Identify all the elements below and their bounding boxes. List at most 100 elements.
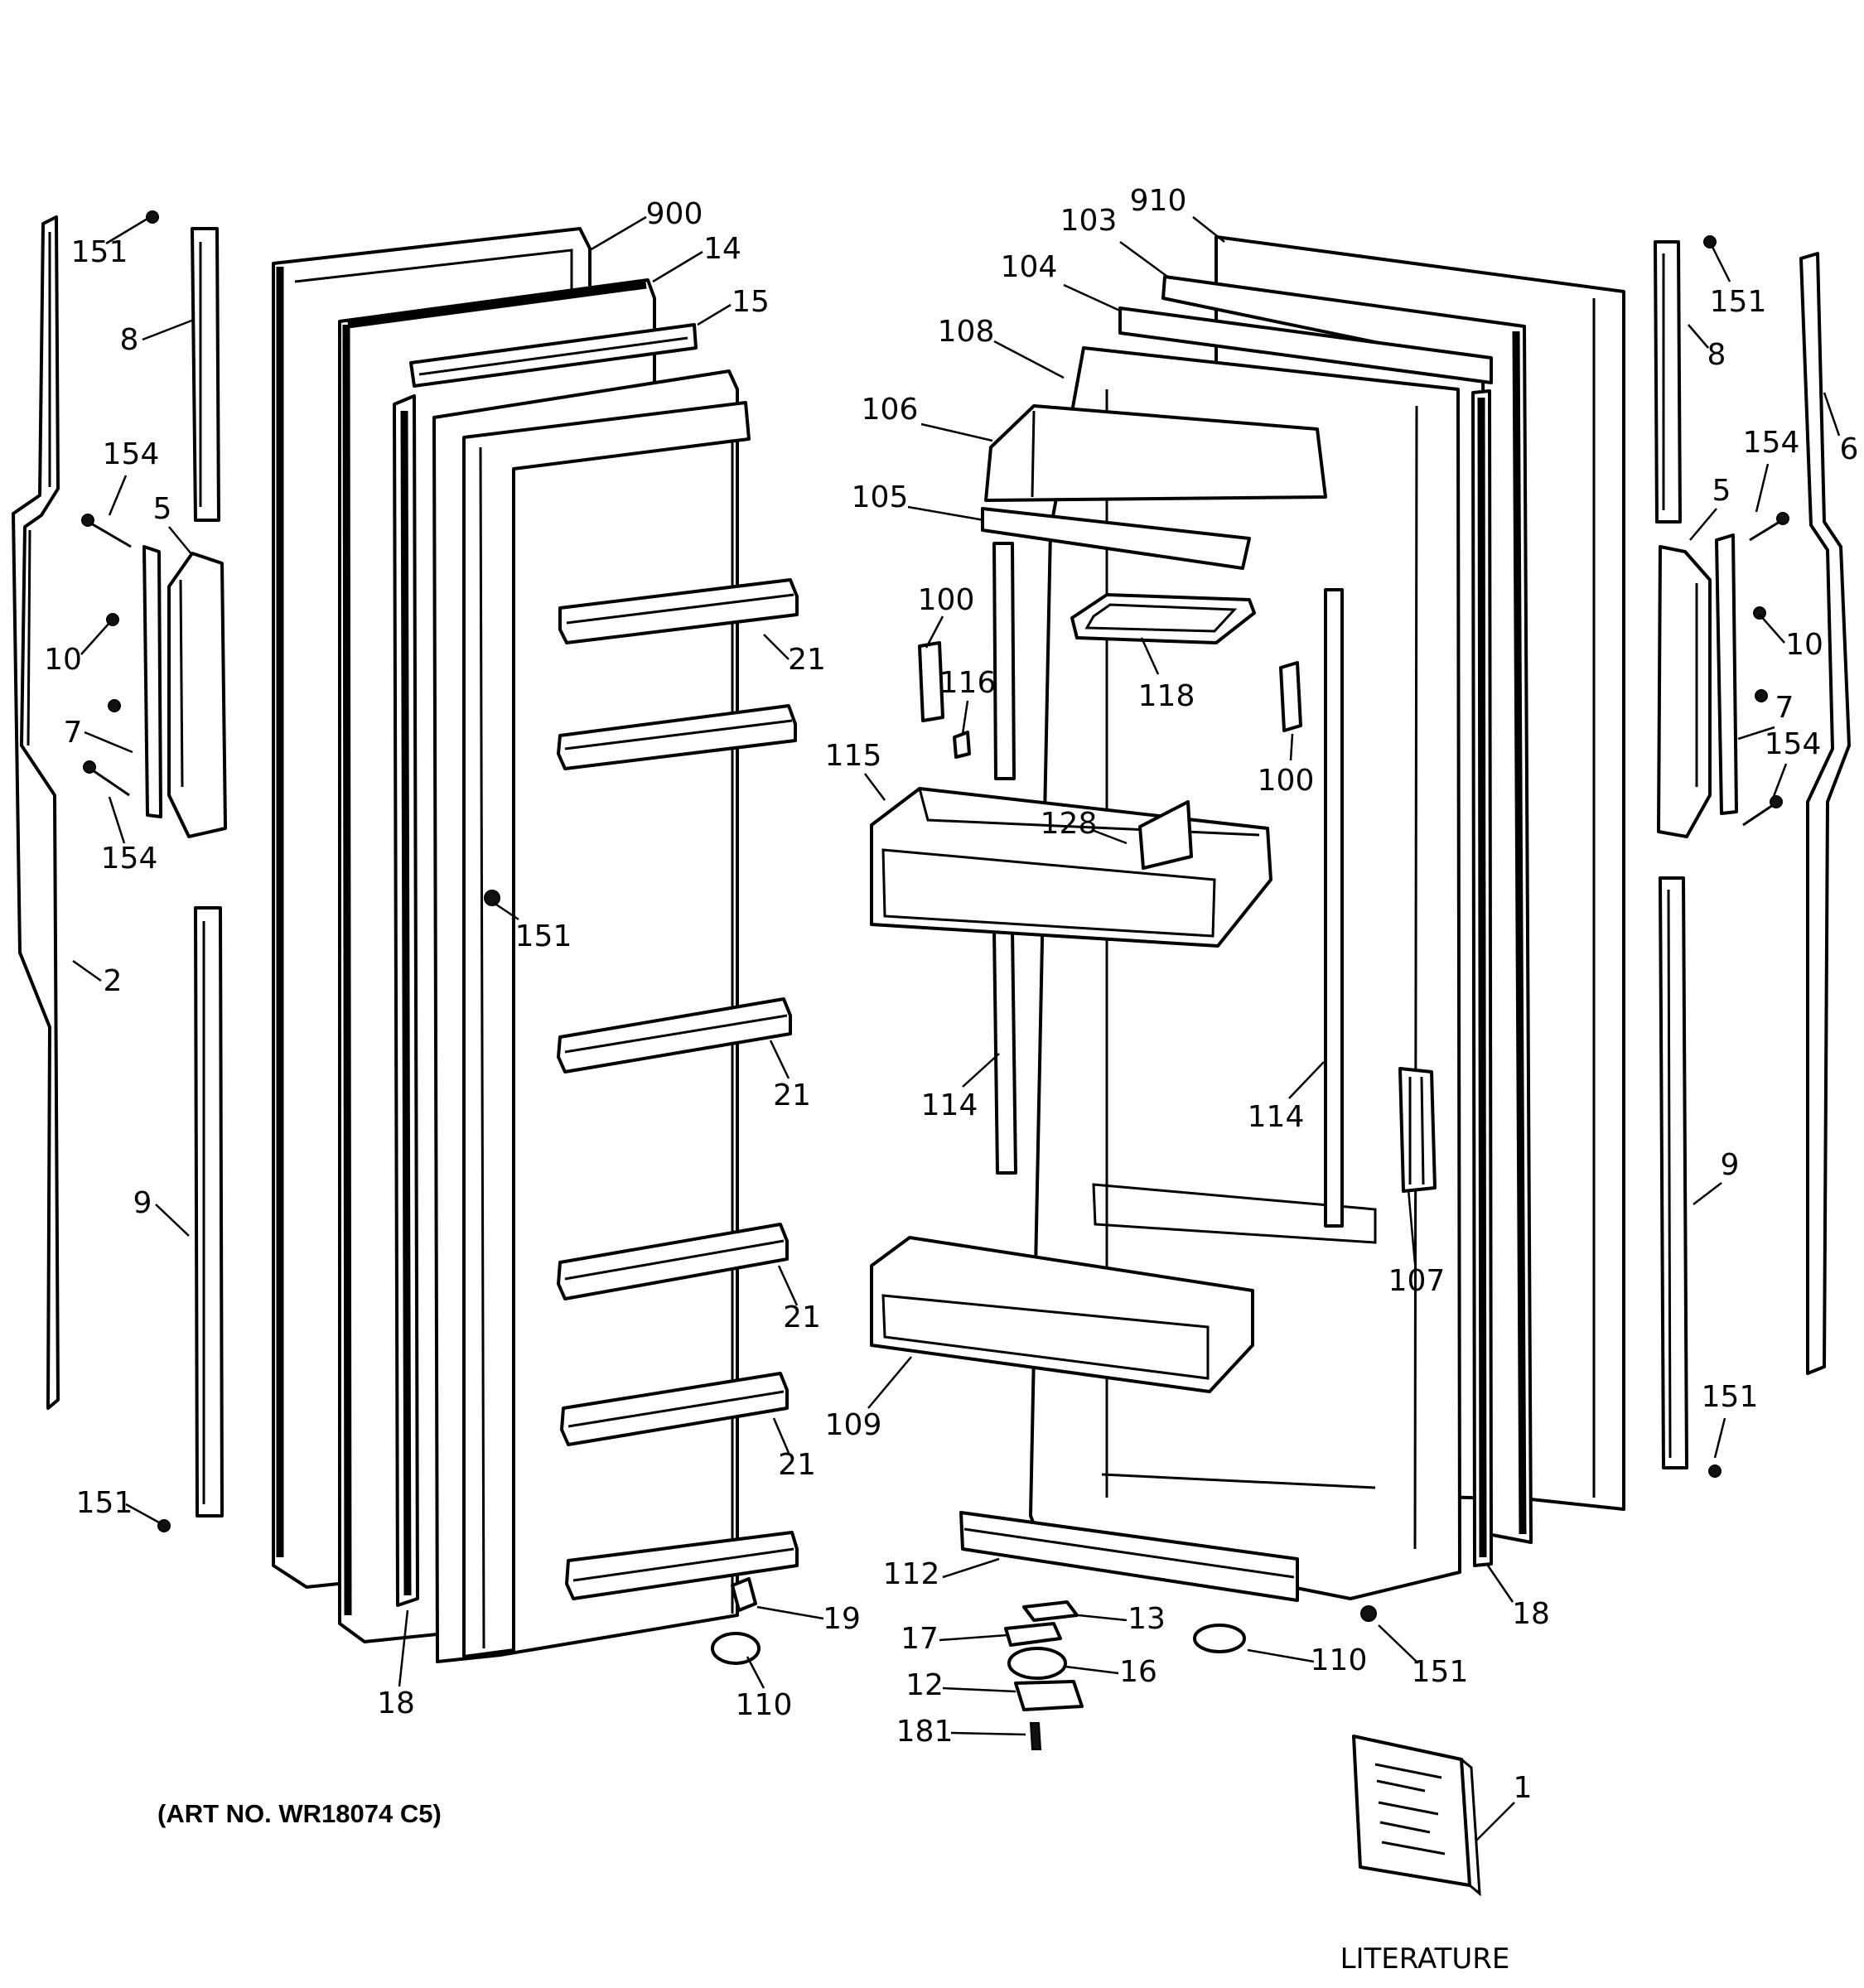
breaker-strip-104: [1118, 306, 1493, 384]
leader-line-l19: [756, 1605, 824, 1620]
bracket-100-right: [1279, 661, 1302, 732]
leader-line-l115: [864, 773, 886, 801]
leader-line-l100b: [1289, 733, 1294, 761]
part-number-label-l910: 910: [1130, 184, 1187, 218]
dairy-door-106: [984, 404, 1327, 502]
part-number-label-l114a: 114: [921, 1088, 978, 1122]
leader-line-l151c: [493, 901, 519, 921]
leader-line-l116: [961, 700, 969, 735]
handle-cap-8-left: [191, 227, 220, 522]
part-number-label-l21d: 21: [778, 1448, 816, 1482]
part-number-label-l151c: 151: [515, 919, 572, 953]
part-number-label-l154a: 154: [103, 437, 160, 471]
part-number-label-l151a: 151: [71, 235, 128, 269]
trim-105: [981, 507, 1251, 570]
part-number-label-l9b: 9: [1721, 1148, 1740, 1182]
leader-line-l107: [1407, 1189, 1417, 1265]
part-number-label-l151d: 151: [1412, 1655, 1469, 1689]
part-number-label-l106: 106: [862, 393, 919, 427]
art-number-caption: (ART NO. WR18074 C5): [157, 1799, 442, 1828]
literature-booklet-icon: [1352, 1735, 1481, 1897]
leader-line-l6: [1823, 392, 1841, 437]
leader-line-l16: [1065, 1665, 1119, 1675]
leader-line-l151a: [105, 217, 148, 245]
leader-line-l108: [993, 340, 1065, 379]
part-number-label-l114b: 114: [1248, 1100, 1305, 1134]
screw-151-door: [484, 890, 500, 906]
leader-line-l1: [1475, 1802, 1515, 1841]
leader-line-l100a: [925, 615, 944, 649]
bin-109: [870, 1236, 1254, 1393]
part-number-label-l12: 12: [905, 1668, 944, 1702]
leader-line-l8a: [142, 318, 195, 341]
leader-line-l114a: [962, 1053, 1000, 1088]
leader-line-l105: [907, 505, 985, 522]
leader-line-l21a: [763, 634, 790, 660]
part-number-label-l21c: 21: [783, 1300, 821, 1334]
handle-5-right: [1657, 545, 1712, 838]
handle-5-left: [167, 552, 227, 838]
hinge-parts: [1004, 1600, 1084, 1750]
part-number-label-l154d: 154: [1765, 727, 1822, 761]
part-number-label-l19: 19: [823, 1602, 861, 1636]
leader-line-l154d: [1771, 763, 1788, 799]
screws-left: [81, 210, 171, 1532]
gasket-strip-18-right: [1471, 389, 1493, 1567]
leader-line-l112: [942, 1557, 1000, 1579]
part-number-label-l8b: 8: [1707, 338, 1726, 372]
leader-line-l2: [72, 959, 102, 982]
part-number-label-l18a: 18: [377, 1686, 415, 1720]
trim-strip-7-right: [1715, 533, 1738, 815]
part-number-label-l107: 107: [1388, 1264, 1446, 1298]
handle-cap-9-right: [1659, 876, 1688, 1469]
leader-line-l118: [1140, 637, 1160, 675]
part-number-label-l7b: 7: [1775, 691, 1794, 725]
part-number-label-l115: 115: [825, 739, 882, 773]
leader-line-l7b: [1737, 726, 1775, 741]
bottom-trim-112: [959, 1511, 1299, 1602]
leader-line-l21b: [769, 1040, 790, 1079]
leader-line-l5b: [1689, 508, 1717, 541]
part-number-label-l154c: 154: [1743, 426, 1800, 460]
part-number-label-l112: 112: [883, 1557, 940, 1591]
part-number-label-l103: 103: [1060, 204, 1118, 238]
part-number-label-l18b: 18: [1512, 1597, 1550, 1631]
part-number-label-l10b: 10: [1785, 628, 1823, 662]
part-number-label-l2: 2: [104, 964, 123, 998]
part-number-label-l128: 128: [1041, 807, 1098, 841]
part-number-label-l900: 900: [646, 197, 703, 231]
part-number-label-l151b: 151: [76, 1486, 133, 1520]
leader-line-l18b: [1486, 1565, 1514, 1603]
leader-line-l103: [1119, 240, 1171, 280]
part-number-label-l154b: 154: [101, 842, 158, 876]
part-number-label-l5b: 5: [1712, 474, 1731, 508]
handle-cap-9-left: [194, 906, 224, 1518]
leader-line-l128: [1091, 828, 1128, 845]
leader-line-l154b: [108, 796, 126, 844]
leader-line-l900: [589, 215, 647, 252]
leader-line-l21c: [777, 1265, 799, 1306]
part-number-label-l8a: 8: [120, 323, 139, 357]
leader-line-l151e: [1710, 244, 1731, 282]
liner-rail-right: [1324, 588, 1344, 1228]
part-number-label-l109: 109: [825, 1408, 882, 1442]
leader-line-l10b: [1759, 614, 1785, 644]
leader-line-l114b: [1288, 1061, 1325, 1099]
leader-line-l151b: [125, 1503, 160, 1524]
leader-line-l18a: [398, 1609, 409, 1687]
part-number-label-l7a: 7: [64, 716, 83, 750]
leader-line-l154a: [108, 475, 128, 516]
leader-line-l14: [652, 250, 703, 283]
part-number-label-l108: 108: [938, 315, 995, 349]
part-number-label-l105: 105: [852, 480, 909, 514]
part-number-label-l10a: 10: [44, 643, 82, 677]
divider-128: [1138, 800, 1193, 870]
trim-strip-7-left: [142, 545, 162, 818]
leader-line-l181: [950, 1731, 1026, 1736]
breaker-strip-15: [409, 323, 698, 388]
part-number-label-l21a: 21: [788, 643, 826, 677]
part-number-label-l13: 13: [1128, 1602, 1166, 1636]
leader-line-l8b: [1688, 324, 1709, 349]
tray-118: [1070, 593, 1256, 644]
